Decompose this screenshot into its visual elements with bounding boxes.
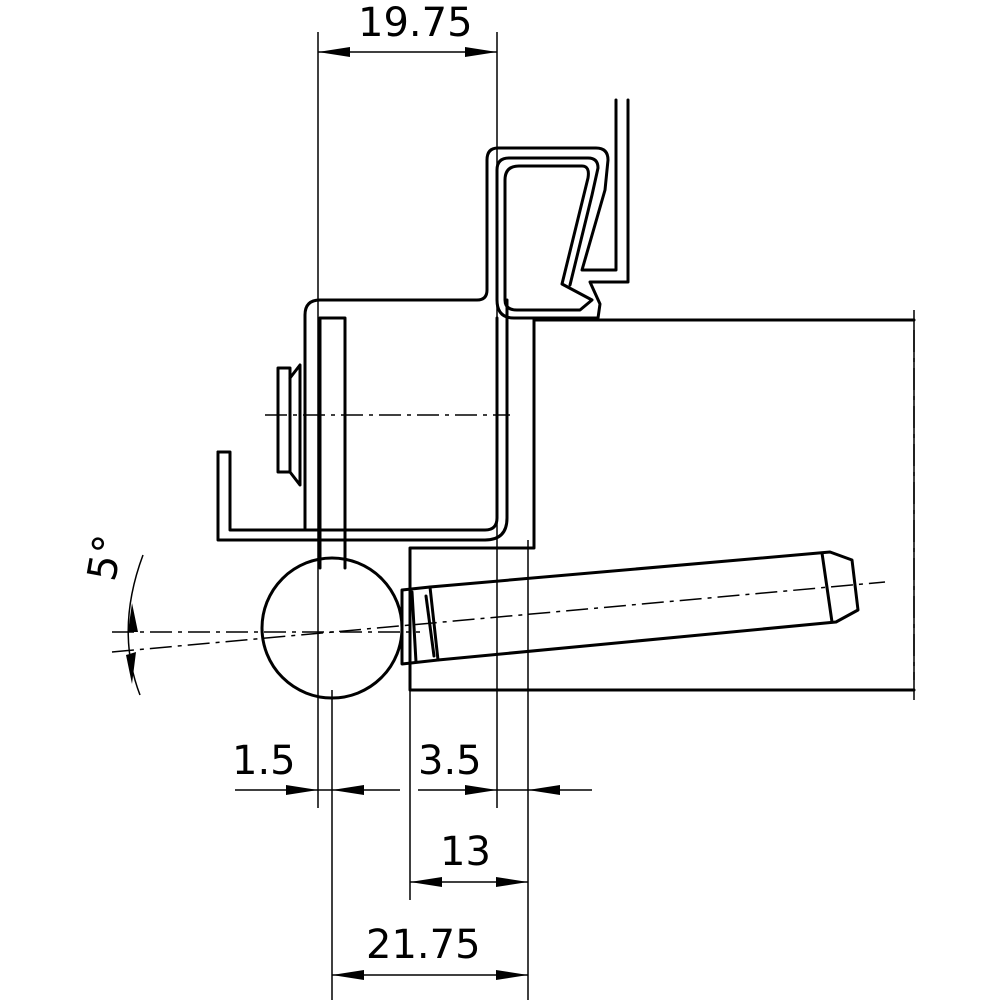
dim-right-offset-label: 3.5 <box>418 738 482 784</box>
screw <box>400 550 860 666</box>
dim-screw-plate-label: 13 <box>440 829 491 875</box>
dim-top-label: 19.75 <box>358 0 473 46</box>
dim-total: 21.75 <box>332 922 528 980</box>
hinge-knuckle <box>260 528 404 700</box>
dim-total-label: 21.75 <box>366 922 481 968</box>
dim-screw-plate: 13 <box>410 829 528 887</box>
dim-left-offset: 1.5 <box>232 738 400 795</box>
dim-top: 19.75 <box>318 0 497 57</box>
frame-profile <box>303 98 630 530</box>
extension-lines <box>317 32 529 1000</box>
dim-angle-label: 5° <box>79 532 132 585</box>
dim-left-offset-label: 1.5 <box>232 738 296 784</box>
dim-angle: 5° <box>79 532 144 696</box>
center-lines <box>111 330 915 680</box>
hinge-body <box>216 298 916 700</box>
dim-right-offset: 3.5 <box>418 738 592 795</box>
